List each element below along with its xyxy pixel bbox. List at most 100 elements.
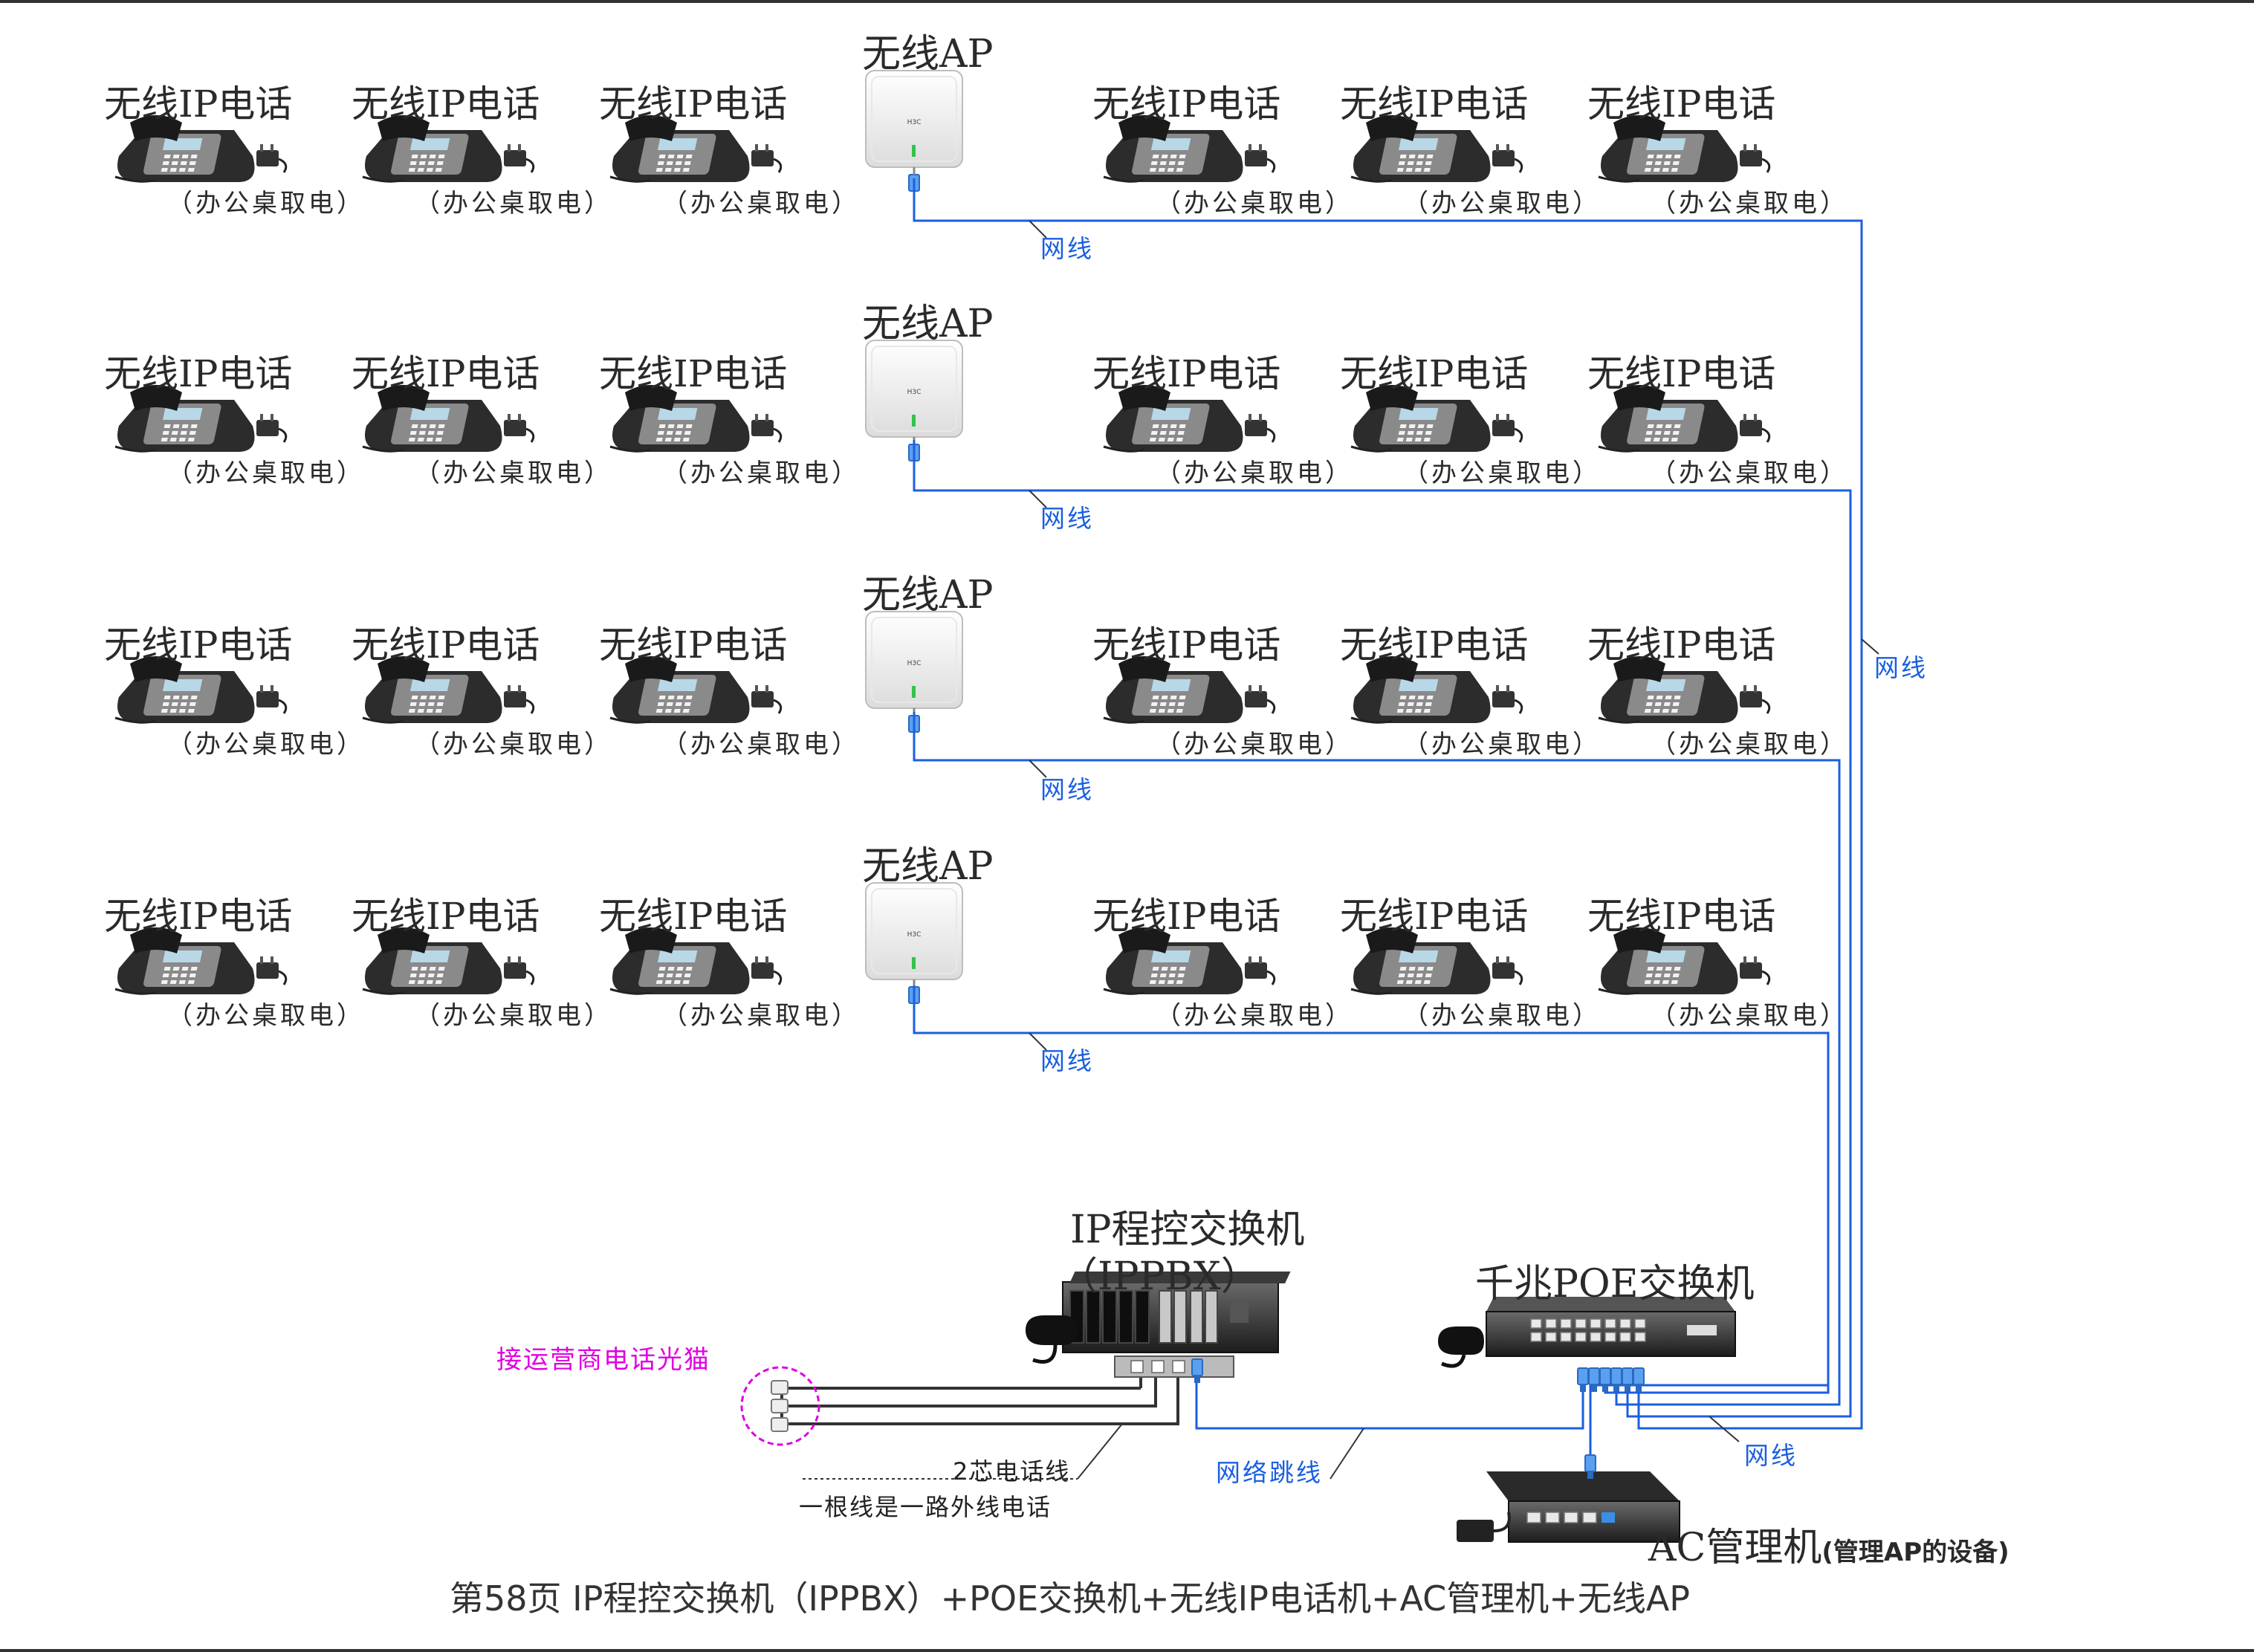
modem-junction-circle: [740, 1366, 820, 1446]
phone-title: 无线IP电话: [1587, 82, 1776, 126]
wireless-ap-icon: [864, 881, 964, 1005]
phone-title: 无线IP电话: [352, 82, 540, 126]
phone-sub: （办公桌取电）: [662, 459, 860, 488]
phone-title: 无线IP电话: [104, 895, 293, 938]
phone-title: 无线IP电话: [104, 352, 293, 395]
phone-sub: （办公桌取电）: [662, 189, 860, 218]
leader-cable-row3: [1029, 759, 1047, 778]
phone-sub: （办公桌取电）: [1156, 189, 1353, 218]
phone-sub: （办公桌取电）: [1403, 730, 1601, 759]
phone-title: 无线IP电话: [104, 82, 293, 126]
phone-title: 无线IP电话: [1092, 82, 1281, 126]
top-border: [0, 0, 2254, 3]
modem-jacks: [771, 1380, 788, 1432]
phone-sub: （办公桌取电）: [167, 730, 365, 759]
ap-cable-label: 网线: [1040, 775, 1094, 804]
phone-sub: （办公桌取电）: [1651, 189, 1848, 218]
phone-title: 无线IP电话: [1587, 623, 1776, 667]
trunk-cable-label: 网线: [1874, 653, 1928, 682]
ap-cable-label: 网线: [1040, 1046, 1094, 1075]
ippbx-power-adapter: [1026, 1315, 1078, 1364]
ippbx-device: [1062, 1272, 1291, 1384]
phone-sub: （办公桌取电）: [167, 189, 365, 218]
phone-sub: （办公桌取电）: [1156, 730, 1353, 759]
phone-wire-2: [782, 1375, 1157, 1408]
leader-trunk: [1861, 638, 1879, 655]
modem-label: 接运营商电话光猫: [496, 1345, 710, 1375]
patch-cable-pbx-switch: [1195, 1379, 1584, 1430]
phone-title: 无线IP电话: [104, 623, 293, 667]
ap-title: 无线AP: [862, 573, 994, 618]
phone-title: 无线IP电话: [1340, 623, 1529, 667]
ap-cable-label: 网线: [1040, 504, 1094, 533]
page-caption: 第58页 IP程控交换机（IPPBX）+POE交换机+无线IP电话机+AC管理机…: [450, 1578, 1691, 1619]
ap-brand-logo: H3C: [907, 931, 922, 939]
poe-switch-title: 千兆POE交换机: [1475, 1262, 1755, 1306]
phone-sub: （办公桌取电）: [415, 459, 612, 488]
phone-sub: （办公桌取电）: [1651, 1001, 1848, 1031]
phone-sub: （办公桌取电）: [662, 730, 860, 759]
cable-ap-row1: [913, 178, 1863, 1430]
phone-title: 无线IP电话: [599, 82, 788, 126]
phone-sub: （办公桌取电）: [1156, 1001, 1353, 1031]
phone-title: 无线IP电话: [599, 895, 788, 938]
phone-sub: （办公桌取电）: [167, 459, 365, 488]
ac-power-adapter: [1457, 1512, 1511, 1542]
phone-title: 无线IP电话: [352, 623, 540, 667]
phone-title: 无线IP电话: [352, 352, 540, 395]
phone-line-label: 2芯电话线: [953, 1457, 1071, 1486]
phone-title: 无线IP电话: [1092, 895, 1281, 938]
phone-sub: （办公桌取电）: [1156, 459, 1353, 488]
ap-cable-label: 网线: [1040, 234, 1094, 263]
cable-ap-row2: [913, 440, 1852, 1418]
ac-controller-name: AC管理机: [1648, 1526, 1822, 1570]
bottom-cable-label: 网线: [1744, 1441, 1798, 1470]
patch-cable-label: 网络跳线: [1216, 1458, 1323, 1487]
phone-title: 无线IP电话: [1340, 895, 1529, 938]
network-cables: [913, 178, 1863, 1468]
ac-controller-device: [1486, 1454, 1680, 1543]
phone-title: 无线IP电话: [599, 623, 788, 667]
ac-controller-title: AC管理机(管理AP的设备): [1648, 1516, 2010, 1572]
phone-sub: （办公桌取电）: [1403, 459, 1601, 488]
wireless-ap-icon: [864, 69, 964, 192]
phone-title: 无线IP电话: [352, 895, 540, 938]
leader-lines: [803, 220, 1879, 1480]
phone-sub: （办公桌取电）: [1403, 189, 1601, 218]
phone-title: 无线IP电话: [1587, 352, 1776, 395]
phone-sub: （办公桌取电）: [1651, 459, 1848, 488]
phone-line-note: 一根线是一路外线电话: [799, 1493, 1052, 1521]
phone-title: 无线IP电话: [1587, 895, 1776, 938]
phone-sub: （办公桌取电）: [415, 1001, 612, 1031]
leader-bottom-cable: [1709, 1416, 1740, 1442]
phone-sub: （办公桌取电）: [1403, 1001, 1601, 1031]
phone-wire-3: [782, 1375, 1179, 1425]
leader-cable-row2: [1029, 490, 1047, 508]
phone-sub: （办公桌取电）: [415, 189, 612, 218]
ac-controller-note: (管理AP的设备): [1821, 1538, 2010, 1567]
phone-sub: （办公桌取电）: [662, 1001, 860, 1031]
ippbx-subtitle: （IPPBX）: [1059, 1254, 1260, 1299]
phone-title: 无线IP电话: [1340, 352, 1529, 395]
ap-title: 无线AP: [862, 302, 994, 346]
leader-phone-line: [1077, 1423, 1123, 1480]
leader-patch: [1330, 1428, 1364, 1480]
cable-ap-row3: [913, 712, 1841, 1406]
poe-switch-device: [1486, 1297, 1736, 1393]
leader-cable-row4: [1029, 1032, 1047, 1051]
ippbx-title: IP程控交换机: [1070, 1208, 1305, 1252]
leader-cable-row1: [1029, 220, 1047, 239]
phone-sub: （办公桌取电）: [415, 730, 612, 759]
phone-wires: [780, 1375, 1179, 1425]
ap-brand-logo: H3C: [907, 660, 922, 667]
ap-title: 无线AP: [862, 32, 994, 77]
ap-brand-logo: H3C: [907, 119, 922, 126]
ap-title: 无线AP: [862, 844, 994, 889]
phone-title: 无线IP电话: [599, 352, 788, 395]
phone-sub: （办公桌取电）: [1651, 730, 1848, 759]
phone-title: 无线IP电话: [1092, 623, 1281, 667]
phone-title: 无线IP电话: [1092, 352, 1281, 395]
bottom-border: [0, 1649, 2254, 1652]
